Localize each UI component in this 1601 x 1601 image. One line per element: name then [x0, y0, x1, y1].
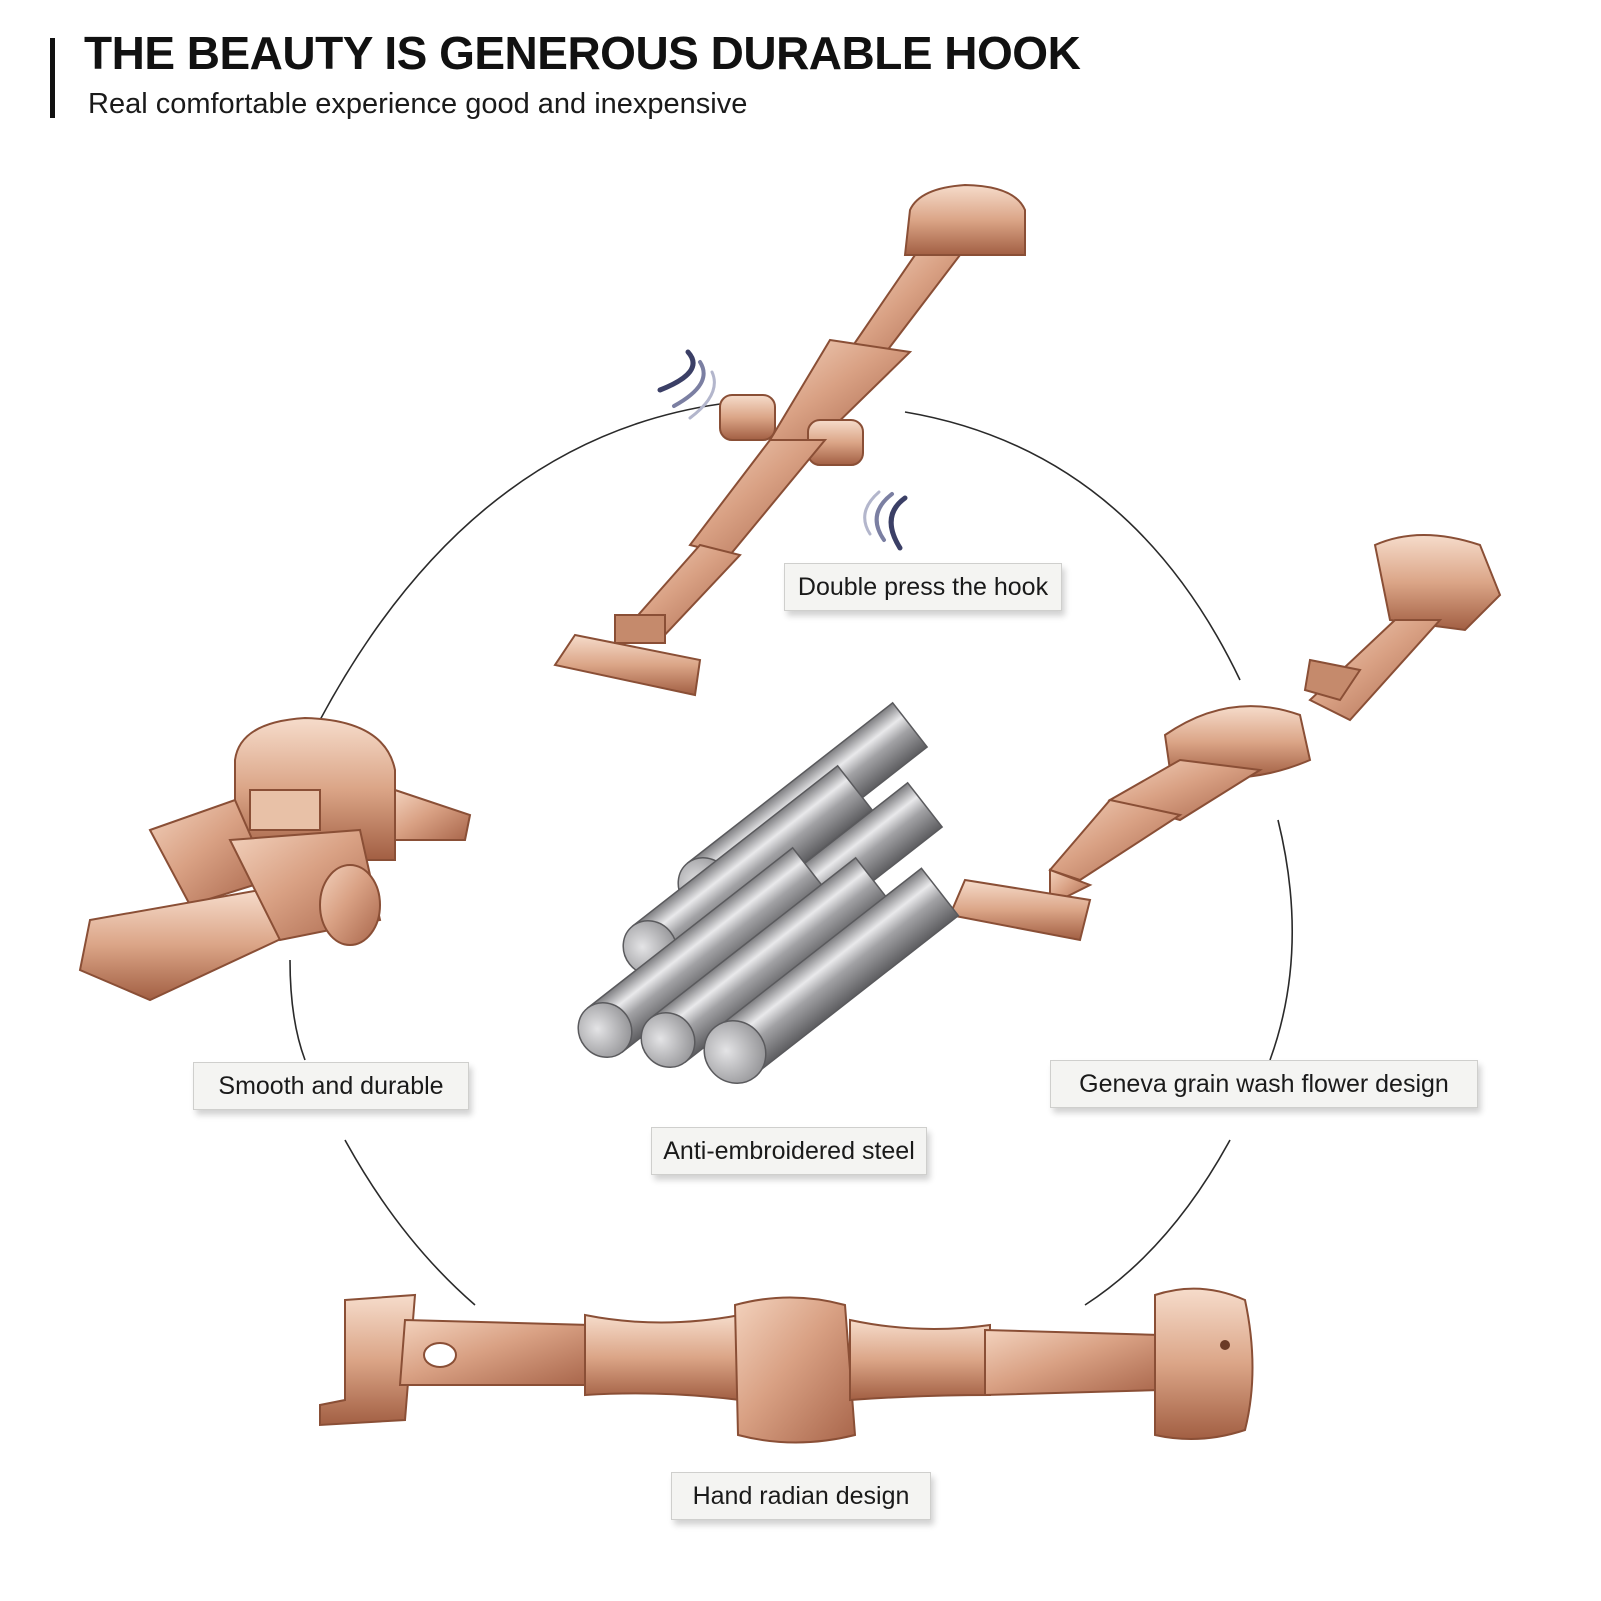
arc-top-left: [319, 403, 721, 721]
clasp-top-image: [553, 183, 1026, 697]
label-hand-radian: Hand radian design: [671, 1472, 931, 1520]
clasp-bottom-image: [319, 1287, 1254, 1444]
label-double-press: Double press the hook: [784, 563, 1062, 611]
clasp-right-image: [948, 534, 1502, 942]
page-subtitle: Real comfortable experience good and ine…: [88, 88, 748, 120]
connector-arcs: [289, 403, 1294, 1306]
arc-top-right: [904, 411, 1241, 681]
label-anti-steel: Anti-embroidered steel: [651, 1127, 927, 1175]
arc-bottom-right: [1084, 1139, 1231, 1306]
label-smooth-durable: Smooth and durable: [193, 1062, 469, 1110]
steel-rods-image: [577, 701, 960, 1085]
arc-left: [289, 959, 306, 1061]
clasp-left-image: [78, 716, 472, 1002]
header-accent-bar: [50, 38, 55, 118]
arc-right: [1269, 819, 1294, 1061]
press-arrows-icon: [657, 349, 908, 551]
label-geneva-design: Geneva grain wash flower design: [1050, 1060, 1478, 1108]
arc-bottom-left: [344, 1139, 476, 1306]
page-title: THE BEAUTY IS GENEROUS DURABLE HOOK: [84, 27, 1081, 79]
